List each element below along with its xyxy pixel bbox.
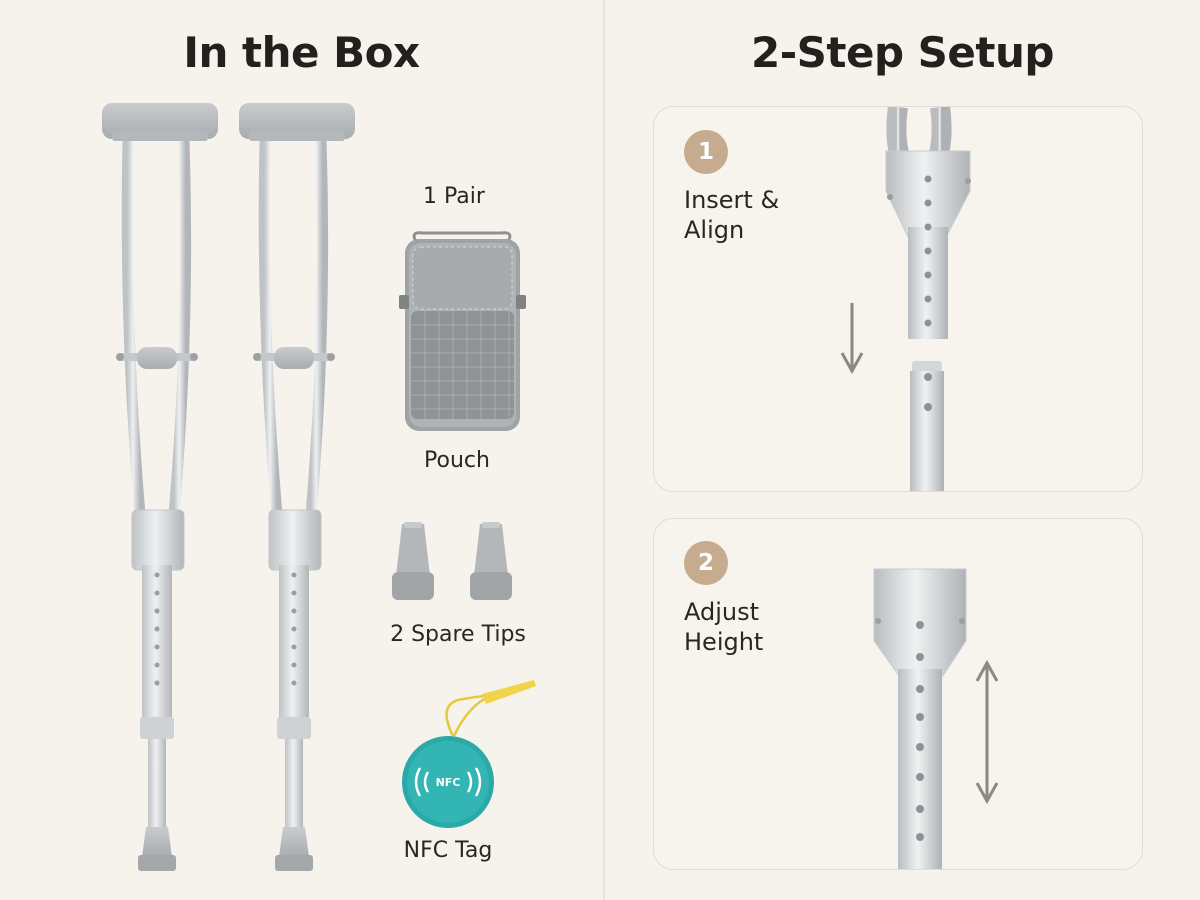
adjust-height-illustration — [873, 519, 967, 869]
insert-align-illustration — [840, 107, 971, 491]
crutch-left — [102, 103, 218, 871]
step-1-card: 1 Insert & Align — [653, 106, 1143, 492]
crutch-pair-illustration — [102, 95, 350, 885]
step-1-badge: 1 — [684, 130, 728, 174]
panel-divider — [603, 0, 605, 900]
step-2-card: 2 Adjust Height — [653, 518, 1143, 870]
nfc-tag-icon: NFC — [402, 680, 536, 828]
in-the-box-title: In the Box — [183, 28, 420, 77]
nfc-text: NFC — [436, 776, 461, 789]
spare-tips-label: 2 Spare Tips — [390, 622, 526, 647]
step-2-text: Adjust Height — [684, 598, 764, 656]
crutch-right — [239, 103, 355, 871]
step-2-badge: 2 — [684, 541, 728, 585]
pouch-icon — [399, 231, 526, 431]
spare-tips-icon — [392, 522, 512, 600]
up-down-arrow-icon — [975, 659, 999, 805]
pouch-label: Pouch — [424, 448, 490, 473]
step-1-text: Insert & Align — [684, 186, 780, 244]
pair-label: 1 Pair — [423, 184, 485, 209]
nfc-tag-label: NFC Tag — [403, 838, 493, 863]
two-step-setup-title: 2-Step Setup — [751, 28, 1054, 77]
